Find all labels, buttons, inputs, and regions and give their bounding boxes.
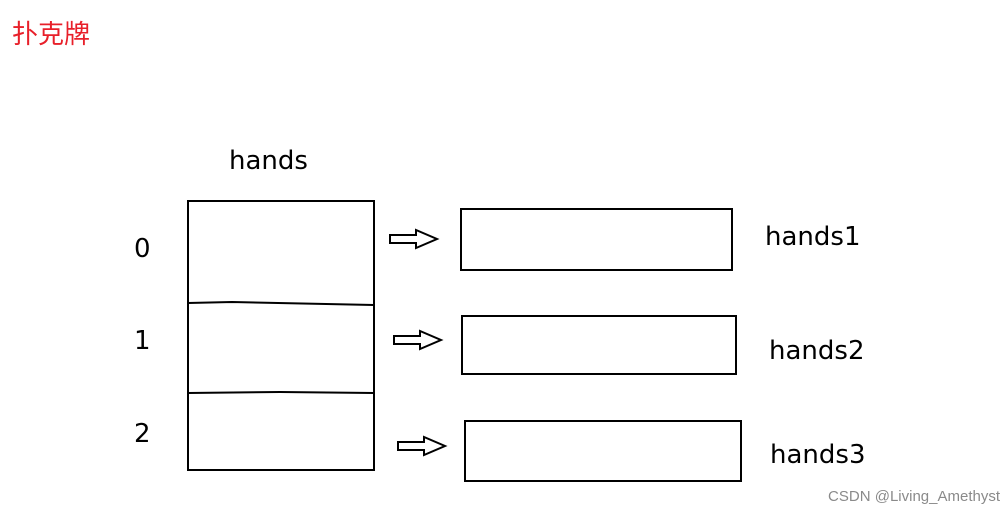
arrow-right-icon xyxy=(397,435,448,457)
array-divider-2 xyxy=(187,390,375,394)
target-label-2: hands2 xyxy=(769,336,865,366)
page-title: 扑克牌 xyxy=(12,20,91,50)
array-divider-1 xyxy=(187,300,375,306)
target-label-3: hands3 xyxy=(770,440,866,470)
target-box-3 xyxy=(464,420,742,482)
watermark: CSDN @Living_Amethyst xyxy=(828,488,1000,505)
index-label-2: 2 xyxy=(134,419,151,449)
index-label-0: 0 xyxy=(134,234,151,264)
arrow-right-icon xyxy=(393,329,444,351)
target-box-2 xyxy=(461,315,737,375)
array-name-label: hands xyxy=(229,146,308,176)
target-box-1 xyxy=(460,208,733,271)
target-label-1: hands1 xyxy=(765,222,861,252)
array-outline xyxy=(187,200,375,471)
arrow-right-icon xyxy=(389,228,440,250)
index-label-1: 1 xyxy=(134,326,151,356)
